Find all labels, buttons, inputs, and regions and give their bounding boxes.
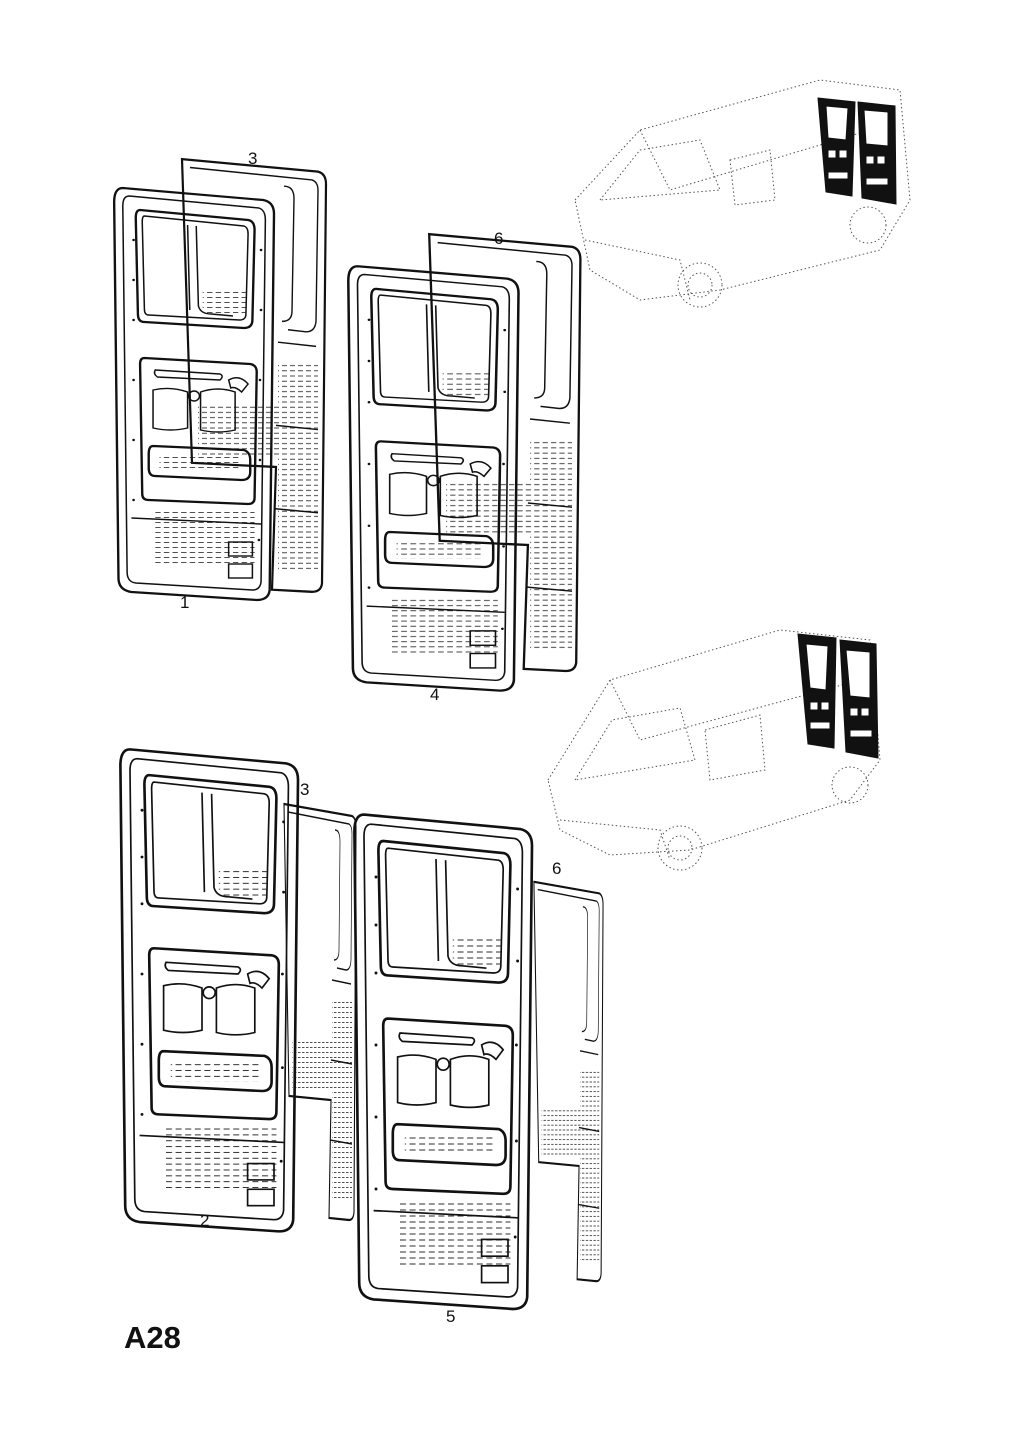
rear-door-seal-6-lower — [532, 880, 605, 1283]
rear-door-1 — [112, 186, 276, 602]
rear-door-5 — [353, 813, 534, 1311]
callout-6-lower: 6 — [552, 859, 561, 878]
van-rear-doors-icon — [574, 79, 911, 308]
van-high-roof-rear-doors-icon — [547, 629, 881, 871]
callout-4: 4 — [430, 685, 439, 704]
callout-6-upper: 6 — [494, 229, 503, 248]
callout-5: 5 — [446, 1307, 455, 1326]
callout-3-lower: 3 — [300, 780, 309, 799]
sheet-code: A28 — [124, 1320, 181, 1355]
rear-door-2 — [119, 748, 300, 1233]
callout-1: 1 — [180, 593, 189, 612]
callout-2: 2 — [200, 1211, 209, 1230]
callout-3-upper: 3 — [248, 149, 257, 168]
